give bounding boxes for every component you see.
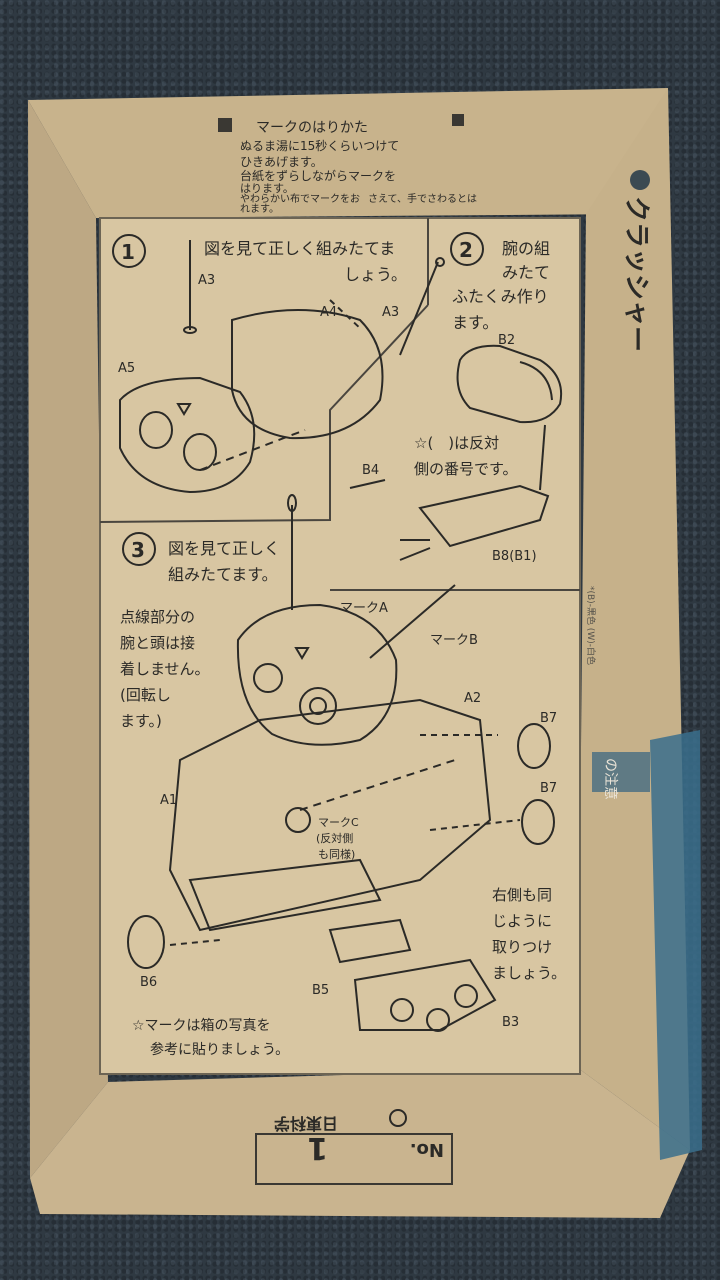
panel-divider-2 xyxy=(99,304,429,523)
note-right-side: 右側も同 xyxy=(492,886,552,904)
part-label: A4 xyxy=(320,305,337,320)
part-label: マークA xyxy=(340,601,388,616)
bottom-flap-number: 1 xyxy=(307,1130,328,1165)
note-mark-reference: ☆マークは箱の写真を xyxy=(132,1018,271,1034)
flap-top-line: れます。 xyxy=(240,203,279,215)
step-2-badge xyxy=(450,232,484,266)
box-bottom-flap xyxy=(30,1068,690,1218)
right-flap-title: クラッシャー xyxy=(621,196,651,352)
right-flap-bullet xyxy=(630,170,650,190)
box-top-flap xyxy=(28,88,668,218)
part-label: B7 xyxy=(540,781,557,796)
step-2-text: みたて xyxy=(502,263,550,282)
step-3-badge xyxy=(122,532,156,566)
part-label: B5 xyxy=(312,983,329,998)
note-right-side: ましょう。 xyxy=(492,964,566,982)
step-2-text: ふたくみ作り xyxy=(452,287,549,306)
part-label: B7 xyxy=(540,711,557,726)
note-dotted-line: 着しません。 xyxy=(120,660,210,678)
note-dotted-line: (回転し xyxy=(120,686,171,704)
step-1-text: しょう。 xyxy=(344,265,407,284)
step-2-illustration xyxy=(349,344,562,561)
flap-top-line: ひきあげます。 xyxy=(240,155,323,169)
note-reverse-side: ☆( )は反対 xyxy=(414,434,499,452)
bottom-flap-number-box xyxy=(255,1133,453,1185)
note-dotted-line: ます。) xyxy=(120,712,162,730)
part-label: B6 xyxy=(140,975,157,990)
bottom-flap-logo-icon xyxy=(389,1109,407,1127)
part-label: B3 xyxy=(502,1015,519,1030)
flap-top-line: 台紙をずらしながらマークを xyxy=(240,168,396,183)
step-1-number: 1 xyxy=(121,240,135,264)
flap-top-line: さえて、手でさわるとは xyxy=(368,192,477,205)
step-2-text: ます。 xyxy=(452,313,498,332)
flap-top-icon xyxy=(218,118,232,132)
part-label: A5 xyxy=(118,361,135,376)
part-label: A3 xyxy=(198,273,215,288)
part-label: A1 xyxy=(160,793,177,808)
right-flap-footnote: *(B)-黒色 (W)-白色 xyxy=(585,586,597,665)
part-label: B2 xyxy=(498,333,515,348)
flap-top-line: ぬるま湯に15秒くらいつけて xyxy=(240,139,399,153)
bottom-flap-maker: 日東科学 xyxy=(274,1114,338,1133)
step-3-number: 3 xyxy=(131,538,145,562)
part-label: (反対側 xyxy=(316,831,353,845)
note-dotted-line: 点線部分の xyxy=(120,608,195,626)
part-label: A3 xyxy=(382,305,399,320)
box-left-flap xyxy=(28,100,108,1178)
step-3-text: 組みたてます。 xyxy=(168,565,278,584)
part-label: マークB xyxy=(430,633,478,648)
part-label: マークC xyxy=(318,816,359,829)
part-label: B4 xyxy=(362,463,379,478)
step-1-illustration xyxy=(119,240,445,494)
flap-top-line: やわらかい布でマークをお xyxy=(240,193,360,205)
part-label: A2 xyxy=(464,691,481,706)
step-2-text: 腕の組 xyxy=(502,239,550,258)
flap-top-icon xyxy=(452,114,464,126)
bottom-flap-number-label: No. xyxy=(410,1139,444,1160)
note-dotted-line: 腕と頭は接 xyxy=(120,634,195,652)
box-blue-print-strip xyxy=(650,730,702,1160)
note-right-side: じように xyxy=(492,912,552,930)
note-reverse-side: 側の番号です。 xyxy=(414,460,518,478)
step-2-number: 2 xyxy=(459,238,473,262)
note-mark-reference: 参考に貼りましょう。 xyxy=(150,1041,289,1058)
step-3-illustration xyxy=(127,494,555,1032)
flap-top-line: はります。 xyxy=(240,182,294,195)
note-right-side: 取りつけ xyxy=(492,938,552,956)
right-flap-caution-box xyxy=(592,752,650,792)
flap-top-heading: マークのはりかた xyxy=(256,120,368,136)
right-flap-caution: の注意 xyxy=(602,758,619,800)
step-3-text: 図を見て正しく xyxy=(168,539,280,558)
step-1-badge xyxy=(112,234,146,268)
step-1-text: 図を見て正しく組みたてま xyxy=(204,239,395,258)
part-label: B8(B1) xyxy=(492,549,537,564)
instruction-sheet xyxy=(99,217,581,1075)
part-label: も同様) xyxy=(318,847,355,861)
